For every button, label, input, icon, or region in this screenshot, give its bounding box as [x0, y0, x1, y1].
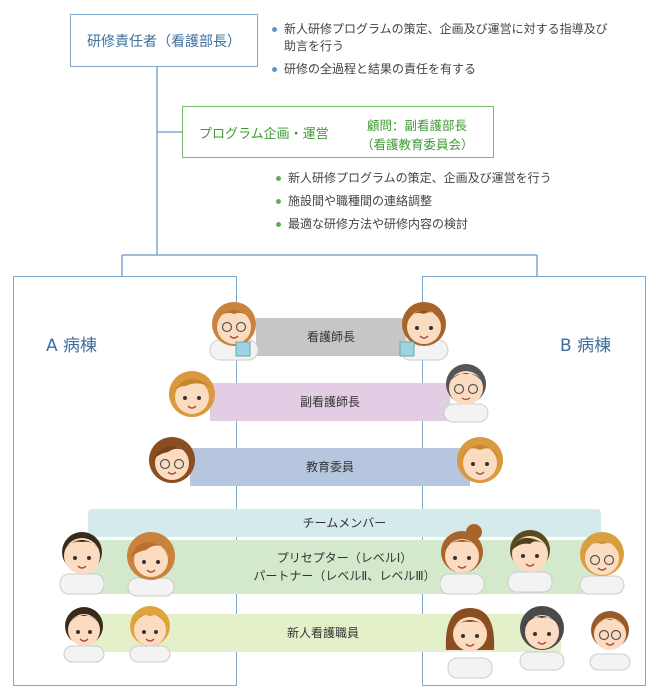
director-box: 研修責任者（看護部長）	[70, 14, 258, 67]
deputy-a-avatar	[169, 371, 215, 417]
director-duty-1: 新人研修プログラムの策定、企画及び運営に対する指導及び助言を行う	[272, 21, 612, 55]
band-education-committee: 教育委員	[190, 448, 470, 486]
head-nurse-b-avatar	[399, 302, 449, 361]
program-title: プログラム企画・運営	[199, 127, 329, 142]
label-education-committee: 教育委員	[305, 460, 354, 474]
program-duty-1: 新人研修プログラムの策定、企画及び運営を行う	[276, 170, 616, 187]
director-duty-2: 研修の全過程と結果の責任を有する	[272, 61, 612, 78]
label-partner: パートナー（レベルⅡ、レベルⅢ）	[253, 569, 436, 583]
team-b2-avatar	[507, 530, 553, 593]
band-team-members: チームメンバー	[88, 509, 601, 537]
label-deputy-head-nurse: 副看護師長	[299, 395, 360, 409]
new-b1-avatar	[445, 608, 495, 679]
education-b-avatar	[457, 437, 503, 483]
team-b3-avatar	[579, 532, 625, 595]
label-new-nurse: 新人看護職員	[286, 626, 359, 640]
ward-b-label: B 病棟	[560, 336, 612, 356]
program-duty-2: 施設間や職種間の連絡調整	[276, 193, 616, 210]
team-b1-avatar	[439, 524, 485, 595]
program-advisor-line2: （看護教育委員会）	[361, 137, 474, 152]
program-advisor-line1: 顧問：副看護部長	[367, 118, 468, 133]
label-head-nurse: 看護師長	[306, 330, 355, 344]
team-a1-avatar	[59, 532, 105, 595]
ward-a-label: A 病棟	[46, 336, 98, 356]
head-nurse-a-avatar	[209, 302, 259, 361]
band-head-nurse: 看護師長	[256, 318, 406, 356]
label-team-members: チームメンバー	[302, 516, 387, 530]
education-a-avatar	[149, 437, 195, 483]
deputy-b-avatar	[443, 364, 489, 423]
director-duties: 新人研修プログラムの策定、企画及び運営に対する指導及び助言を行う 研修の全過程と…	[272, 21, 612, 84]
new-a1-avatar	[63, 607, 105, 663]
program-duties: 新人研修プログラムの策定、企画及び運営を行う 施設間や職種間の連絡調整 最適な研…	[276, 170, 616, 239]
label-preceptor: プリセプター（レベルⅠ）	[276, 551, 413, 565]
new-a2-avatar	[129, 606, 171, 663]
program-duty-3: 最適な研修方法や研修内容の検討	[276, 216, 616, 233]
band-deputy-head-nurse: 副看護師長	[210, 383, 450, 421]
program-box: プログラム企画・運営 顧問：副看護部長 （看護教育委員会）	[182, 106, 494, 158]
new-b3-avatar	[589, 611, 631, 671]
team-a2-avatar	[127, 532, 175, 597]
director-title: 研修責任者（看護部長）	[87, 33, 241, 50]
new-b2-avatar	[519, 606, 565, 671]
